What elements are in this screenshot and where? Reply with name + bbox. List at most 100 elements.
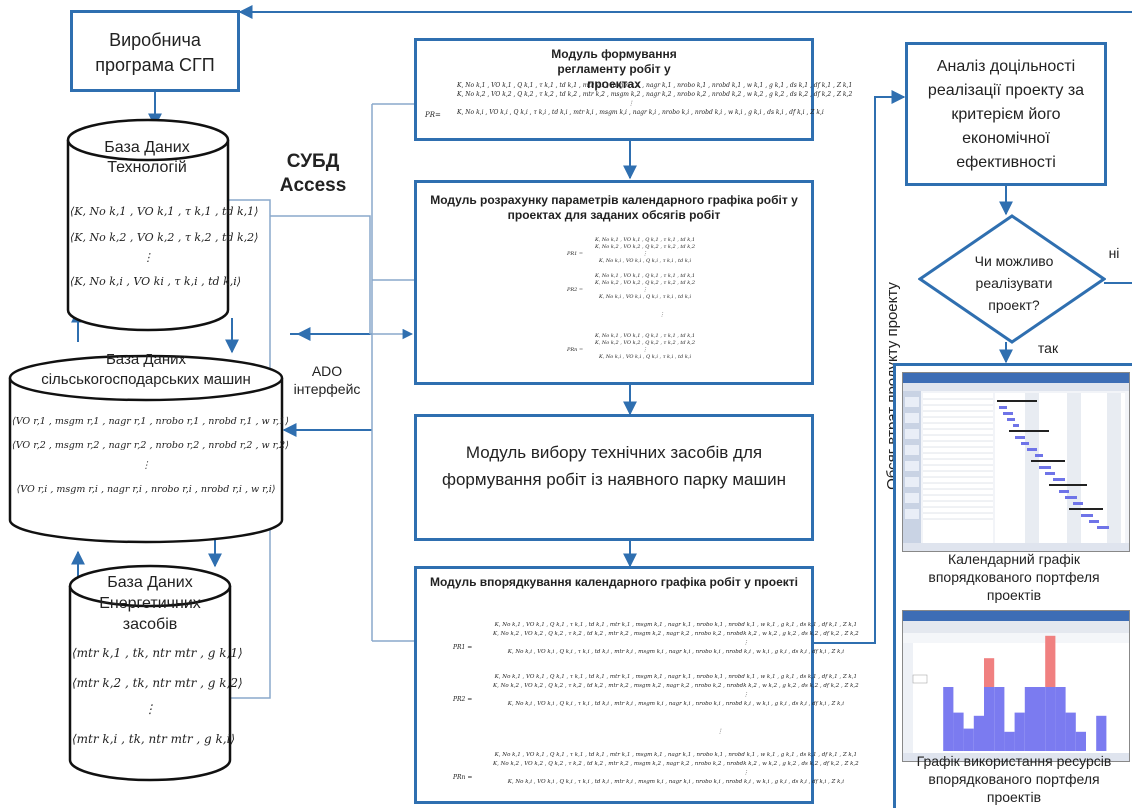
module4-row: K, No k,1 , VO k,1 , Q k,1 , τ k,1 , td … xyxy=(494,674,858,680)
module4-title: Модуль впорядкування календарного графік… xyxy=(430,575,798,589)
module2-group: PRn = K, No k,1 , VO k,1 , Q k,1 , τ k,1… xyxy=(567,333,695,369)
module2-row: K, No k,i , VO k,i , Q k,i , τ k,i , td … xyxy=(598,354,692,360)
module1-matrix: K, No k,1 , VO k,1 , Q k,1 , τ k,1 , td … xyxy=(457,81,853,117)
resource-bar xyxy=(1045,687,1056,751)
module2-prefix: PR1 = xyxy=(567,251,584,257)
resource-bar xyxy=(953,712,964,751)
resource-bar xyxy=(1024,687,1035,751)
module1-row: K, No k,2 , VO k,2 , Q k,2 , τ k,2 , td … xyxy=(457,91,853,98)
module1-row: K, No k,i , VO k,i , Q k,i , τ k,i , td … xyxy=(457,109,824,116)
module4-row: K, No k,i , VO k,i , Q k,i , τ k,i , td … xyxy=(507,649,844,655)
resource-bar xyxy=(1004,731,1015,751)
module2-row: K, No k,1 , VO k,1 , Q k,1 , τ k,1 , td … xyxy=(595,237,696,243)
module4-prefix: PRn = xyxy=(453,774,473,781)
ado-label: ADO інтерфейс xyxy=(293,363,361,397)
module4-row: ⋮ xyxy=(743,770,749,776)
db-tech-row: ⟨K, No k,i , VO ki , τ k,i , td k,i⟩ xyxy=(70,275,242,288)
module4-row: K, No k,i , VO k,i , Q k,i , τ k,i , td … xyxy=(507,701,844,707)
decision-label: Чи можливо реалізувати проект? xyxy=(974,253,1054,313)
production-program-box: Виробнича програма СГП xyxy=(70,10,240,92)
resource-bar xyxy=(984,687,995,751)
module2-group: PR1 = K, No k,1 , VO k,1 , Q k,1 , τ k,1… xyxy=(567,237,695,273)
db-machines-row: ⟨VO r,1 , msgm r,1 , nagr r,1 , nrobo r,… xyxy=(12,416,289,427)
module4-matrix: PR1 = K, No k,1 , VO k,1 , Q k,1 , τ k,1… xyxy=(427,621,859,803)
db-machines-row: ⟨VO r,i , msgm r,i , nagr r,i , nrobo r,… xyxy=(16,484,276,495)
db-energy-rows: ⟨mtr k,1 , tk, ntr mtr , g k,1⟩ ⟨mtr k,2… xyxy=(72,640,243,760)
module-work-schedule-box: Модуль формування регламенту робіт у про… xyxy=(414,38,853,141)
db-tech-rows: ⟨K, No k,1 , VO k,1 , τ k,1 , td k,1⟩ ⟨K… xyxy=(70,198,259,308)
module4-group: PR2 = K, No k,1 , VO k,1 , Q k,1 , τ k,1… xyxy=(427,673,859,725)
resource-bar xyxy=(1075,731,1086,751)
db-machines-row: ⟨VO r,2 , msgm r,2 , nagr r,2 , nrobo r,… xyxy=(12,440,289,451)
module2-row: ⋮ xyxy=(642,251,648,257)
gantt-chart-screenshot xyxy=(902,372,1130,552)
module2-row: K, No k,2 , VO k,2 , Q k,2 , τ k,2 , td … xyxy=(595,340,696,346)
module-calendar-ordering-box: Модуль впорядкування календарного графік… xyxy=(414,566,859,804)
db-machines-rows: ⟨VO r,1 , msgm r,1 , nagr r,1 , nrobo r,… xyxy=(12,408,289,518)
module3-title: Модуль вибору технічних засобів для форм… xyxy=(441,443,787,489)
db-tech-row: ⋮ xyxy=(142,251,154,264)
module2-prefix: PRn = xyxy=(567,347,584,353)
module2-row: K, No k,2 , VO k,2 , Q k,2 , τ k,2 , td … xyxy=(595,280,696,286)
module4-prefix: PR2 = xyxy=(453,696,473,703)
resource-bar xyxy=(1014,712,1025,751)
resource-bar xyxy=(963,728,974,751)
module4-group: PR1 = K, No k,1 , VO k,1 , Q k,1 , τ k,1… xyxy=(427,621,859,673)
module1-row: ⋮ xyxy=(628,100,634,107)
db-energy-row: ⋮ xyxy=(144,702,156,716)
module2-matrix: PR1 = K, No k,1 , VO k,1 , Q k,1 , τ k,1… xyxy=(567,237,695,369)
module2-row: ⋮ xyxy=(642,347,648,353)
db-energy-row: ⟨mtr k,1 , tk, ntr mtr , g k,1⟩ xyxy=(72,646,243,660)
module2-row: K, No k,1 , VO k,1 , Q k,1 , τ k,1 , td … xyxy=(595,333,696,339)
resource-caption: Графік використання ресурсів впорядкован… xyxy=(916,753,1112,805)
resource-bar xyxy=(943,687,954,751)
resource-bar xyxy=(1065,712,1076,751)
db-energy-row: ⟨mtr k,2 , tk, ntr mtr , g k,2⟩ xyxy=(72,676,243,690)
module2-prefix: PR2 = xyxy=(567,287,584,293)
module-equipment-selection-box: Модуль вибору технічних засобів для форм… xyxy=(414,414,814,541)
resource-bar xyxy=(973,715,984,751)
db-machines-row: ⋮ xyxy=(141,460,151,471)
module1-prefix: PR= xyxy=(425,111,441,119)
db-machines-title: База Даних сільськогосподарських машин xyxy=(41,351,251,388)
production-program-label: Виробнича програма СГП xyxy=(95,30,215,75)
module4-row: K, No k,2 , VO k,2 , Q k,2 , τ k,2 , td … xyxy=(493,631,859,637)
module4-group: PRn = K, No k,1 , VO k,1 , Q k,1 , τ k,1… xyxy=(427,751,859,803)
module2-vdots: ⋮ xyxy=(659,312,665,318)
module4-row: K, No k,2 , VO k,2 , Q k,2 , τ k,2 , td … xyxy=(493,761,859,767)
module2-group: PR2 = K, No k,1 , VO k,1 , Q k,1 , τ k,1… xyxy=(567,273,695,309)
resource-bar xyxy=(1035,687,1046,751)
resource-chart-screenshot xyxy=(902,610,1130,762)
analysis-box: Аналіз доцільності реалізації проекту за… xyxy=(905,42,1107,186)
module-calendar-params-box: Модуль розрахунку параметрів календарног… xyxy=(414,180,814,385)
module2-row: K, No k,i , VO k,i , Q k,i , τ k,i , td … xyxy=(598,294,692,300)
db-tech-title: База Даних Технологій xyxy=(104,139,190,176)
calendar-caption: Календарний графік впорядкованого портфе… xyxy=(928,551,1100,603)
module2-row: K, No k,2 , VO k,2 , Q k,2 , τ k,2 , td … xyxy=(595,244,696,250)
module1-title: Модуль формування регламенту робіт у про… xyxy=(551,47,677,91)
module4-row: K, No k,2 , VO k,2 , Q k,2 , τ k,2 , td … xyxy=(493,683,859,689)
analysis-label: Аналіз доцільності реалізації проекту за… xyxy=(927,58,1085,171)
db-tech-row: ⟨K, No k,1 , VO k,1 , τ k,1 , td k,1⟩ xyxy=(70,205,259,218)
db-tech-row: ⟨K, No k,2 , VO k,2 , τ k,2 , td k,2⟩ xyxy=(70,231,259,244)
resource-bar xyxy=(1055,687,1066,751)
resource-overload-bar xyxy=(984,658,995,687)
dbms-label: СУБД Access xyxy=(279,151,347,196)
resource-bar xyxy=(994,687,1005,751)
db-energy-row: ⟨mtr k,i , tk, ntr mtr , g k,i⟩ xyxy=(72,732,236,746)
module2-title: Модуль розрахунку параметрів календарног… xyxy=(430,193,798,222)
db-energy-title: База Даних Енергетичних засобів xyxy=(99,574,201,633)
results-panel: Календарний графік впорядкованого портфе… xyxy=(893,363,1132,808)
module4-prefix: PR1 = xyxy=(453,644,473,651)
module4-row: ⋮ xyxy=(743,692,749,698)
decision-yes-label: так xyxy=(1037,340,1059,356)
module4-row: K, No k,i , VO k,i , Q k,i , τ k,i , td … xyxy=(507,779,844,785)
resource-bar xyxy=(1096,715,1107,751)
decision-diamond xyxy=(918,214,1106,344)
module2-row: ⋮ xyxy=(642,287,648,293)
module4-vdots: ⋮ xyxy=(717,728,723,735)
module1-row: K, No k,1 , VO k,1 , Q k,1 , τ k,1 , td … xyxy=(457,82,853,89)
module2-row: K, No k,i , VO k,i , Q k,i , τ k,i , td … xyxy=(598,258,692,264)
module4-row: K, No k,1 , VO k,1 , Q k,1 , τ k,1 , td … xyxy=(494,622,858,628)
module2-row: K, No k,1 , VO k,1 , Q k,1 , τ k,1 , td … xyxy=(595,273,696,279)
